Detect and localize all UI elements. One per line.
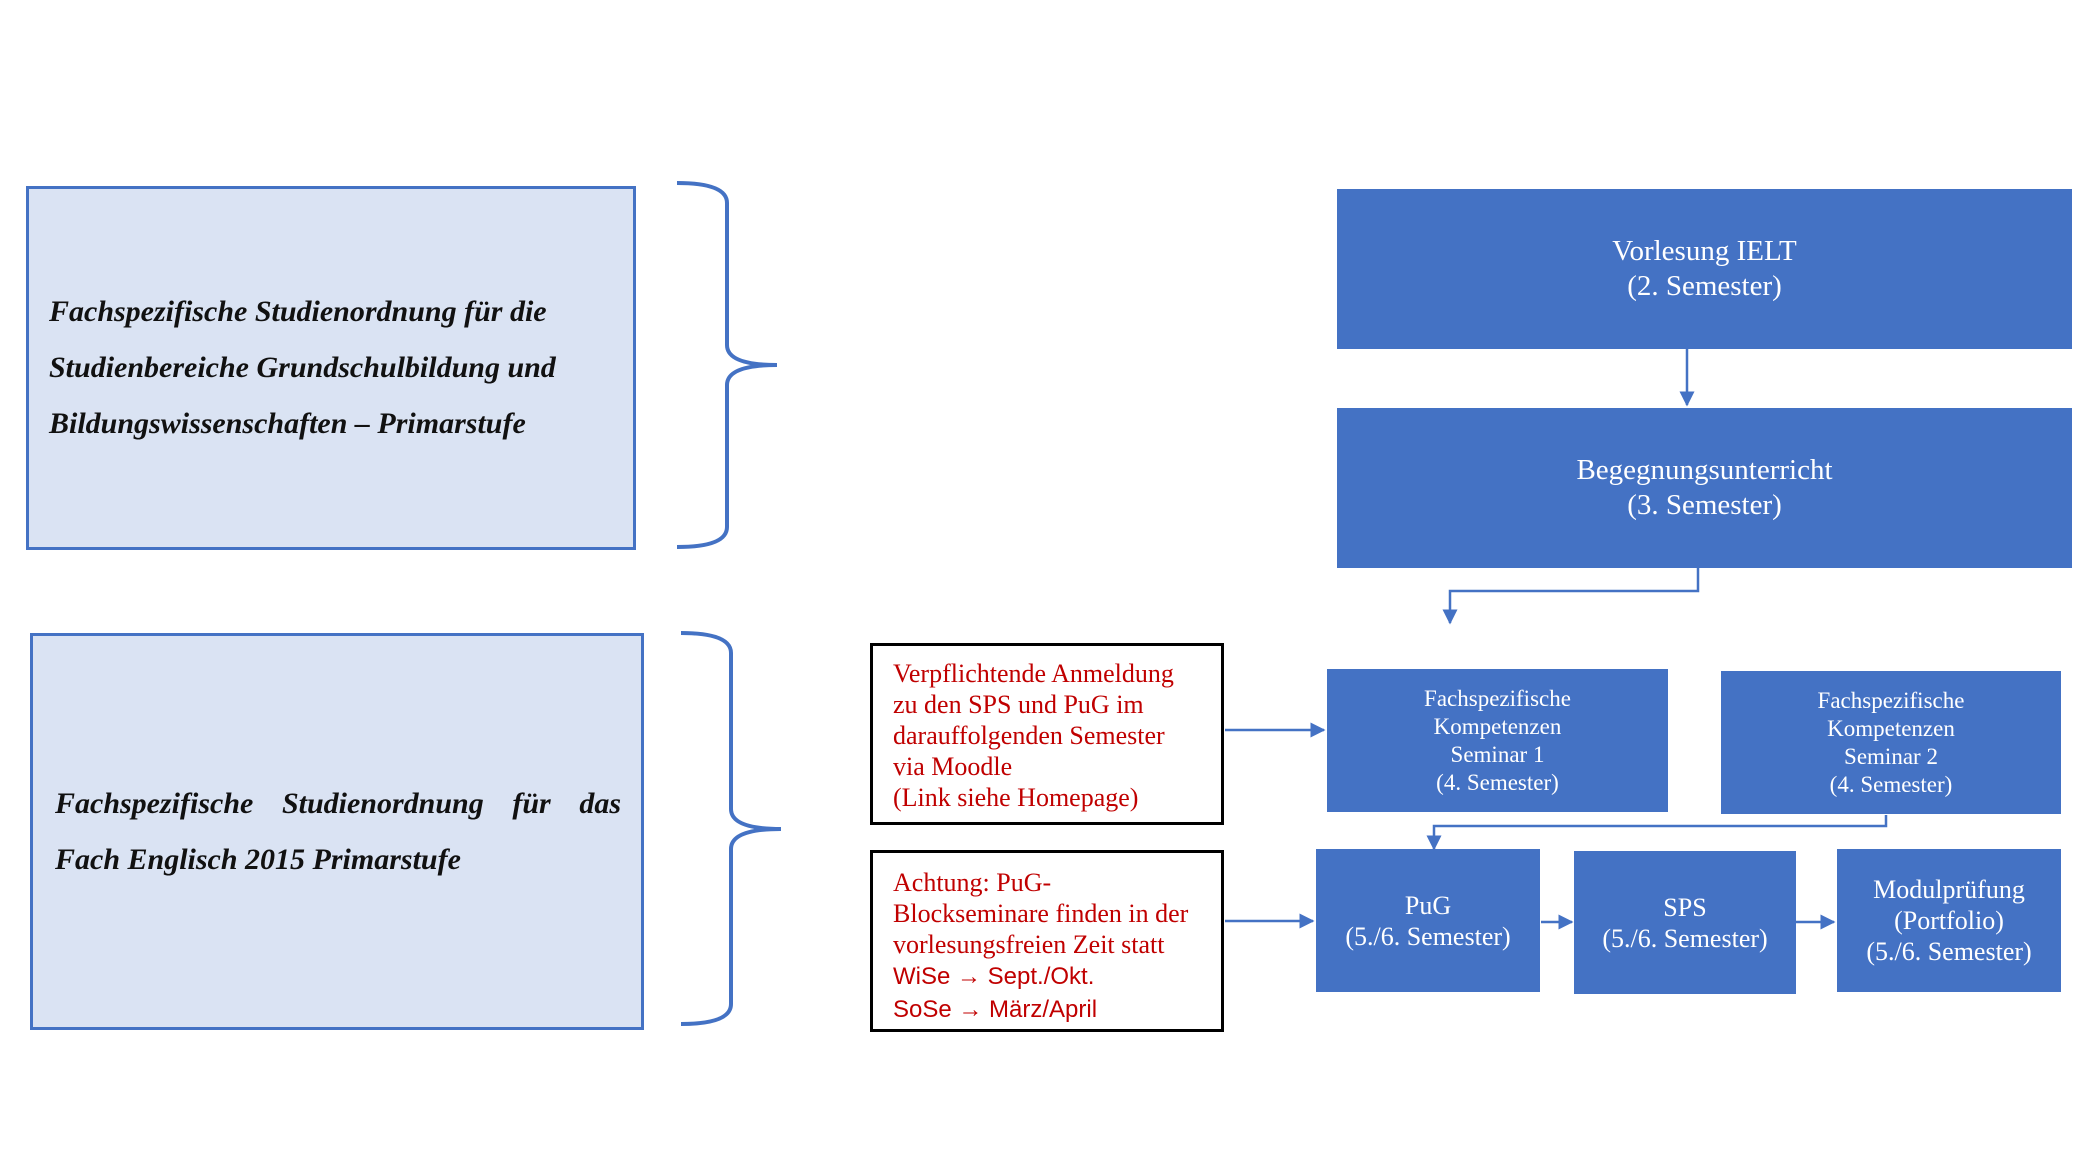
seminar1-semester: (4. Semester) <box>1436 769 1559 795</box>
attention-line-1: Achtung: PuG- <box>893 868 1052 897</box>
vorlesung-semester: (2. Semester) <box>1627 270 1782 302</box>
seminar2-line2: Kompetenzen <box>1827 715 1955 741</box>
registration-line-4: via Moodle <box>893 752 1013 781</box>
attention-wise: WiSe → Sept./Okt. <box>893 963 1095 990</box>
pug-title: PuG <box>1404 890 1452 920</box>
seminar2-line3: Seminar 2 <box>1844 743 1938 769</box>
vorlesung-title: Vorlesung IELT <box>1612 235 1797 267</box>
modul-subtitle: (Portfolio) <box>1894 906 2004 935</box>
attention-line-3: vorlesungsfreien Zeit statt <box>893 930 1165 959</box>
sps-title: SPS <box>1663 892 1707 922</box>
note-attention: Achtung: PuG- Blockseminare finden in de… <box>870 850 1224 1032</box>
arrow-seminar2-pug <box>1426 815 1888 851</box>
seminar2-semester: (4. Semester) <box>1829 771 1953 797</box>
box-modulpruefung: Modulprüfung (Portfolio) (5./6. Semester… <box>1837 849 2061 992</box>
modul-semester: (5./6. Semester) <box>1866 937 2032 966</box>
seminar1-line2: Kompetenzen <box>1433 713 1562 739</box>
pug-semester: (5./6. Semester) <box>1345 921 1511 951</box>
arrow-begegnung-seminar <box>1442 568 1700 625</box>
seminar1-line3: Seminar 1 <box>1450 741 1545 767</box>
regulation-primary-text: Fachspezifische Studienordnung für die S… <box>49 295 556 440</box>
registration-line-2: zu den SPS und PuG im <box>893 690 1144 719</box>
box-sps: SPS (5./6. Semester) <box>1574 851 1796 994</box>
box-vorlesung-ielt: Vorlesung IELT (2. Semester) <box>1337 189 2072 349</box>
attention-line-2: Blockseminare finden in der <box>893 899 1189 928</box>
regulation-box-primary: Fachspezifische Studienordnung für die S… <box>26 186 636 550</box>
registration-line-3: darauffolgenden Semester <box>893 721 1165 750</box>
box-seminar-1: Fachspezifische Kompetenzen Seminar 1 (4… <box>1327 669 1668 812</box>
begegnung-semester: (3. Semester) <box>1627 489 1782 521</box>
seminar1-line1: Fachspezifische <box>1424 685 1571 711</box>
note-registration: Verpflichtende Anmeldung zu den SPS und … <box>870 643 1224 825</box>
box-begegnungsunterricht: Begegnungsunterricht (3. Semester) <box>1337 408 2072 568</box>
attention-sose: SoSe → März/April <box>893 996 1098 1023</box>
box-pug: PuG (5./6. Semester) <box>1316 849 1540 992</box>
sps-semester: (5./6. Semester) <box>1602 923 1768 953</box>
seminar2-line1: Fachspezifische <box>1817 687 1965 713</box>
begegnung-title: Begegnungsunterricht <box>1576 454 1833 486</box>
curly-brace-1 <box>676 181 778 549</box>
registration-line-1: Verpflichtende Anmeldung <box>893 659 1174 688</box>
registration-line-5: (Link siehe Homepage) <box>893 783 1139 812</box>
curly-brace-2 <box>680 631 782 1026</box>
box-seminar-2: Fachspezifische Kompetenzen Seminar 2 (4… <box>1721 671 2061 814</box>
modul-title: Modulprüfung <box>1873 875 2025 904</box>
regulation-english-text: Fachspezifische Studienordnung für das F… <box>55 786 621 876</box>
regulation-box-english: Fachspezifische Studienordnung für das F… <box>30 633 644 1030</box>
